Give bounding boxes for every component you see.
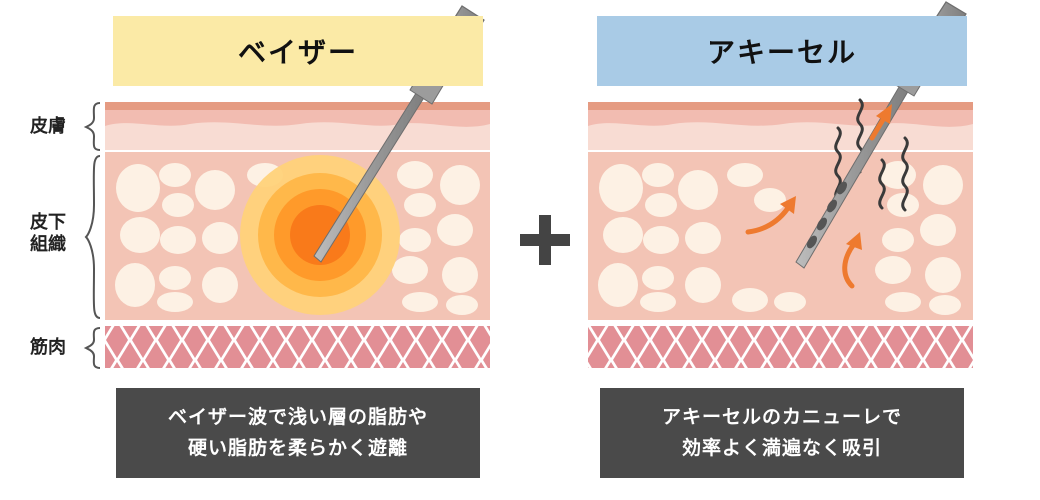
aquicell-title: アキーセル: [706, 36, 857, 69]
vaser-caption: ベイザー波で浅い層の脂肪や 硬い脂肪を柔らかく遊離: [116, 388, 480, 478]
right-muscle-layer: [588, 326, 973, 368]
vaser-title-box: ベイザー: [113, 16, 483, 86]
right-fat-layer: [588, 152, 973, 320]
label-skin: 皮膚: [30, 116, 66, 137]
arrow-icon: [745, 115, 887, 289]
label-subcutaneous: 皮下 組織: [30, 212, 66, 255]
layer-brackets: [83, 102, 101, 369]
label-muscle: 筋肉: [30, 337, 66, 358]
right-skin-layer: [588, 102, 973, 150]
vaser-title: ベイザー: [237, 36, 358, 69]
arrow-heads: [780, 104, 892, 250]
plus-icon: [520, 215, 570, 265]
aquicell-title-box: アキーセル: [597, 16, 967, 86]
aquicell-caption: アキーセルのカニューレで 効率よく満遍なく吸引: [600, 388, 964, 478]
left-skin-layer: [105, 102, 490, 150]
left-muscle-layer: [105, 326, 490, 368]
vaser-wave-rings: [240, 155, 400, 315]
